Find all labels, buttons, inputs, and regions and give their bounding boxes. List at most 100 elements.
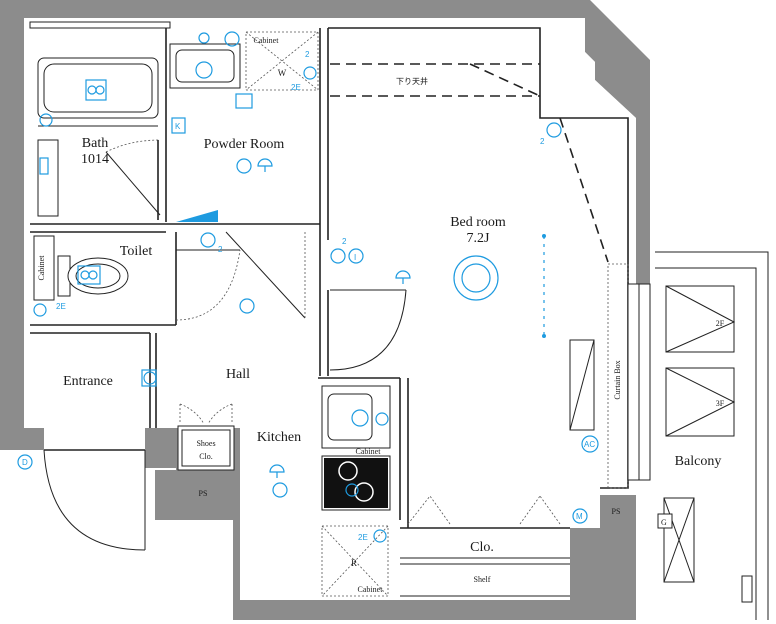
- powder-light-icon: [198, 32, 210, 44]
- kitchen-light-icon: [272, 482, 288, 498]
- burner-2: [354, 482, 374, 502]
- bed-downlight-icon: [395, 270, 411, 284]
- washer-w-label: W: [278, 68, 287, 78]
- entrance-area: D Entrance: [17, 369, 157, 551]
- powder-fan-icon: [235, 93, 253, 109]
- bed-dash-diag: [559, 117, 609, 263]
- hall-label: Hall: [226, 367, 250, 382]
- m-symbol: M: [576, 512, 583, 521]
- lowered-ceiling-diag: [469, 63, 541, 97]
- ps-right-label: PS: [612, 507, 621, 516]
- i-symbol: I: [354, 253, 356, 262]
- d-symbol: D: [22, 458, 28, 467]
- toilet-seat: [75, 263, 121, 289]
- sink-faucet-icon: [351, 409, 369, 427]
- ceiling-light-outer: [453, 255, 499, 301]
- bath-door-swing: [105, 139, 161, 153]
- shoes-closet-inner: [181, 429, 231, 467]
- bed-outlet-left-icon: [330, 248, 346, 264]
- balcony-area: 2F 3F G Balcony: [627, 251, 769, 620]
- entrance-label: Entrance: [63, 374, 113, 389]
- toilet-2-label: 2: [218, 245, 223, 254]
- washer-space: [245, 31, 319, 91]
- stove-outlet-icon: [345, 483, 359, 497]
- i-symbol-circle: [348, 248, 364, 264]
- powder-door-leaf: [225, 231, 306, 319]
- washbasin-outlet-icon: [195, 61, 213, 79]
- shelf-label: Shelf: [474, 575, 491, 584]
- outdoor-unit-3f: [665, 367, 735, 437]
- kitchen-sink: [327, 393, 373, 441]
- wall-top-bath: [29, 21, 171, 29]
- water-heater-diag-2: [663, 497, 695, 583]
- shoes-closet: Shoes Clo. PS: [177, 403, 235, 498]
- bath-door-leaf: [105, 151, 161, 216]
- bed-track-dot-bottom: [542, 334, 546, 338]
- closet-area: Clo. Shelf: [400, 495, 570, 597]
- toilet-2e-label: 2E: [56, 302, 66, 311]
- fridge-outlet-icon: [373, 529, 387, 543]
- kitchen-cabinet-bottom-label: Cabinet: [358, 585, 384, 594]
- entrance-light-icon: [143, 371, 157, 385]
- water-heater-icon: [176, 210, 218, 222]
- bath-shelf: [37, 139, 59, 217]
- lowered-ceiling-label: 下り天井: [396, 76, 428, 86]
- toilet-cabinet-label: Cabinet: [37, 255, 46, 281]
- bed-door-swing: [329, 289, 407, 371]
- powder-room-label: Powder Room: [204, 137, 285, 152]
- bed-aircon-diag: [569, 339, 595, 431]
- bath-label: Bath: [82, 136, 108, 151]
- floor-2f-label: 2F: [716, 319, 725, 328]
- bath-fan-icon: [85, 79, 107, 101]
- bed-room: 下り天井 2 I 2 AC M PS Curtain Box Bed room …: [329, 63, 629, 524]
- ac-symbol-circle: [581, 435, 599, 453]
- washer-diag-2: [245, 31, 319, 91]
- washer-outlet-icon: [303, 66, 317, 80]
- bath-outlet-icon: [39, 113, 53, 127]
- partitions: [29, 21, 629, 529]
- m-symbol-circle: [572, 508, 588, 524]
- interior-floor: [24, 18, 636, 600]
- powder-downlight-icon: [257, 158, 273, 172]
- k-symbol-box: [171, 117, 186, 134]
- fridge-space: [321, 525, 389, 597]
- washbasin: [175, 49, 235, 83]
- bed-room-size-label: 7.2J: [467, 231, 491, 246]
- bed-outlet-top-icon: [546, 122, 562, 138]
- floor-3f-label: 3F: [716, 399, 725, 408]
- toilet-outlet-icon: [33, 303, 47, 317]
- kitchen-label: Kitchen: [257, 430, 301, 445]
- powder-2e-label: 2E: [291, 83, 301, 92]
- kitchen-cabinet-top-label: Cabinet: [356, 447, 382, 456]
- balcony-drain: [741, 575, 753, 603]
- bed-2-top-label: 2: [540, 137, 545, 146]
- shoes-label: Shoes: [196, 439, 215, 448]
- toilet-cabinet: [33, 235, 55, 301]
- powder-cabinet-label: Cabinet: [254, 36, 280, 45]
- ps-left-label: PS: [199, 489, 208, 498]
- toilet-label: Toilet: [120, 244, 153, 259]
- g-symbol-box: [657, 513, 673, 529]
- powder-room: Cabinet W 2 2E K Powder Room: [169, 31, 319, 222]
- outdoor-unit-3f-lines: [665, 367, 736, 437]
- bed-room-label: Bed room: [450, 215, 506, 230]
- kitchen-downlight-icon: [269, 464, 285, 478]
- closet-doors: [407, 495, 561, 525]
- fridge-r-label: R: [351, 558, 357, 568]
- bath-size-label: 1014: [81, 152, 109, 167]
- bath-area: Bath 1014: [37, 57, 161, 220]
- hall-light-icon: [239, 298, 255, 314]
- balcony-rail-outer: [655, 251, 769, 620]
- d-symbol-circle: [17, 454, 33, 470]
- fridge-diag-2: [321, 525, 389, 597]
- kitchen-2e-label: 2E: [358, 533, 368, 542]
- ac-symbol: AC: [584, 440, 595, 449]
- shoes-clo-label: Clo.: [199, 452, 213, 461]
- balcony-rail-inner: [655, 267, 757, 620]
- outdoor-unit-2f-lines: [665, 285, 736, 353]
- shoes-closet-doors: [179, 403, 233, 425]
- wall-ps-left: [155, 470, 240, 600]
- curtain-box-label: Curtain Box: [613, 360, 622, 399]
- floor-lower: [240, 380, 570, 600]
